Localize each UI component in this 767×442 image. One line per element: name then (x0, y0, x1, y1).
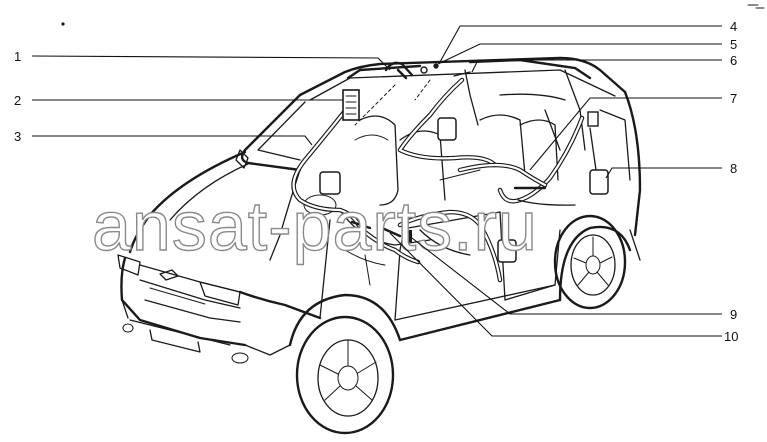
callout-9: 9 (730, 307, 737, 322)
leader-lines (31, 25, 722, 337)
callout-1: 1 (14, 49, 21, 64)
dot-mark (61, 22, 65, 26)
callout-5: 5 (730, 37, 737, 52)
callout-2: 2 (14, 93, 21, 108)
callout-8: 8 (730, 161, 737, 176)
watermark-text: ansat-parts.ru (92, 187, 538, 265)
callout-3: 3 (14, 129, 21, 144)
rear-retractor-right (589, 169, 609, 195)
callout-6: 6 (730, 53, 737, 68)
seat-belts (291, 61, 609, 283)
corner-mark (747, 4, 765, 9)
vehicle-outline (117, 56, 642, 435)
callout-4: 4 (730, 19, 737, 34)
callout-labels: 1 2 3 4 5 6 7 8 9 10 (14, 19, 738, 344)
front-retractor-left (342, 89, 360, 121)
callout-10: 10 (724, 329, 738, 344)
callout-7: 7 (730, 91, 737, 106)
